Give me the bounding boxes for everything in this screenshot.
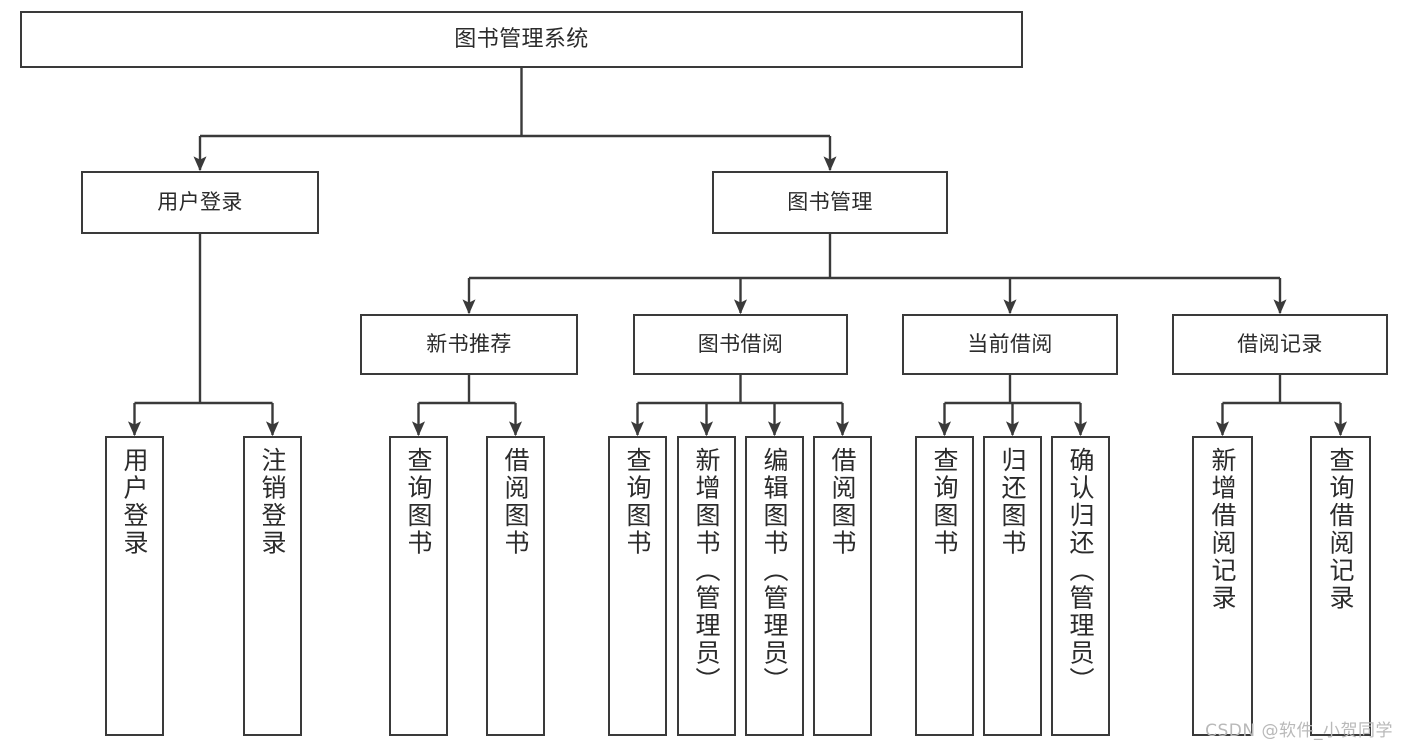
node-user-login[interactable]: 用户登录: [81, 171, 319, 234]
node-leaf-rec-borrow[interactable]: 借阅图书: [486, 436, 545, 736]
node-leaf-user-login[interactable]: 用户登录: [105, 436, 164, 736]
node-label-leaf-user-logout: 注销登录: [258, 447, 287, 557]
node-label-current-borrow: 当前借阅: [967, 331, 1053, 356]
node-leaf-bb-query[interactable]: 查询图书: [608, 436, 667, 736]
node-label-new-book-rec: 新书推荐: [426, 331, 512, 356]
node-label-leaf-user-login: 用户登录: [120, 447, 149, 557]
node-label-leaf-cb-return: 归还图书: [998, 447, 1027, 557]
node-label-root: 图书管理系统: [454, 26, 589, 52]
node-label-leaf-br-add: 新增借阅记录: [1208, 447, 1237, 612]
node-book-manage[interactable]: 图书管理: [712, 171, 948, 234]
csdn-watermark: CSDN @软件_小贺同学: [1205, 721, 1393, 741]
node-label-leaf-cb-query: 查询图书: [930, 447, 959, 557]
node-leaf-cb-return[interactable]: 归还图书: [983, 436, 1042, 736]
node-root[interactable]: 图书管理系统: [20, 11, 1023, 68]
node-leaf-cb-confirm[interactable]: 确认归还（管理员）: [1051, 436, 1110, 736]
node-leaf-rec-query[interactable]: 查询图书: [389, 436, 448, 736]
node-leaf-bb-edit[interactable]: 编辑图书（管理员）: [745, 436, 804, 736]
node-leaf-cb-query[interactable]: 查询图书: [915, 436, 974, 736]
node-label-leaf-br-query: 查询借阅记录: [1326, 447, 1355, 612]
node-label-leaf-bb-add: 新增图书（管理员）: [692, 447, 721, 695]
node-current-borrow[interactable]: 当前借阅: [902, 314, 1118, 375]
node-new-book-rec[interactable]: 新书推荐: [360, 314, 578, 375]
node-label-book-borrow: 图书借阅: [697, 331, 784, 356]
node-label-leaf-rec-borrow: 借阅图书: [501, 447, 530, 557]
node-leaf-user-logout[interactable]: 注销登录: [243, 436, 302, 736]
node-label-user-login: 用户登录: [157, 189, 243, 214]
node-label-leaf-rec-query: 查询图书: [404, 447, 433, 557]
node-book-borrow[interactable]: 图书借阅: [633, 314, 848, 375]
node-borrow-record[interactable]: 借阅记录: [1172, 314, 1388, 375]
node-leaf-bb-add[interactable]: 新增图书（管理员）: [677, 436, 736, 736]
node-label-leaf-bb-borrow: 借阅图书: [828, 447, 857, 557]
node-label-borrow-record: 借阅记录: [1237, 331, 1323, 356]
node-label-book-manage: 图书管理: [787, 189, 873, 214]
node-leaf-br-query[interactable]: 查询借阅记录: [1310, 436, 1371, 736]
node-label-leaf-bb-edit: 编辑图书（管理员）: [760, 447, 789, 695]
node-leaf-bb-borrow[interactable]: 借阅图书: [813, 436, 872, 736]
node-leaf-br-add[interactable]: 新增借阅记录: [1192, 436, 1253, 736]
node-label-leaf-cb-confirm: 确认归还（管理员）: [1066, 447, 1095, 695]
node-label-leaf-bb-query: 查询图书: [623, 447, 652, 557]
